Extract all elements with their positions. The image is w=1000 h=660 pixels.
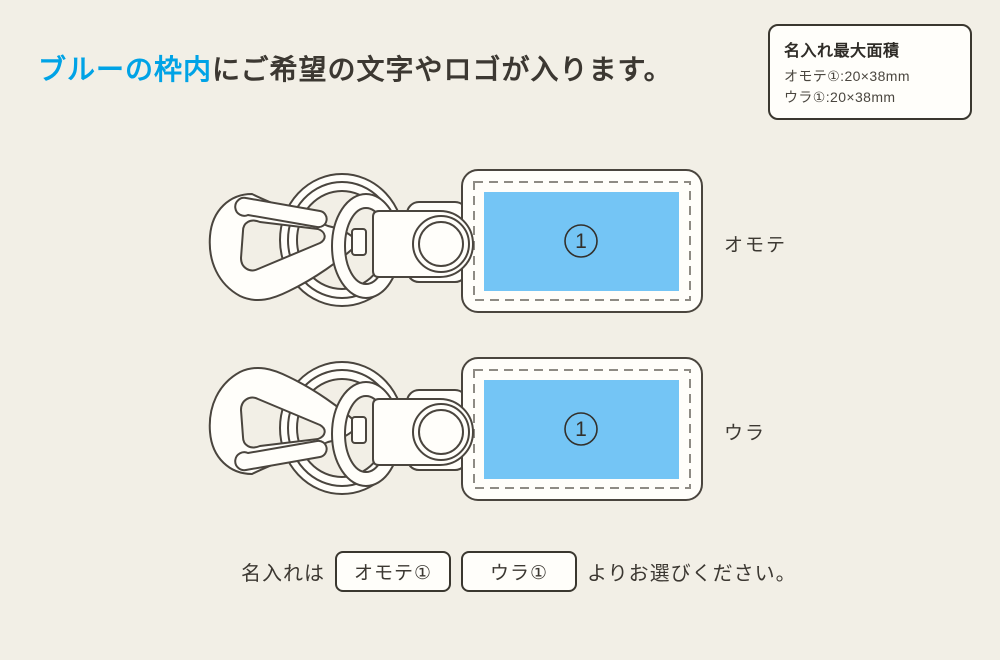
clamp-hole: [418, 409, 464, 455]
snap-hook: [208, 366, 360, 475]
keychain-illustration-back: 1: [208, 357, 703, 501]
stitching: [473, 369, 691, 489]
headline-rest: にご希望の文字やロゴが入ります。: [212, 54, 673, 85]
stitching: [473, 181, 691, 301]
clamp-hole-rim: [412, 215, 470, 273]
snap-hook-body: [208, 193, 360, 302]
info-box-line-back: ウラ①:20×38mm: [784, 89, 896, 105]
info-box-title: 名入れ最大面積: [784, 43, 900, 60]
name-print-choice-row: 名入れは オモテ① ウラ① よりお選びください。: [241, 549, 797, 593]
option-back-button[interactable]: ウラ①: [461, 550, 577, 592]
option-front-button[interactable]: オモテ①: [335, 550, 451, 592]
clamp-hole: [418, 221, 464, 267]
print-area-back: [484, 380, 679, 479]
label-front: オモテ: [724, 235, 788, 256]
swivel-post: [351, 228, 367, 256]
info-box-line-front: オモテ①:20×38mm: [784, 68, 910, 84]
snap-hook: [208, 193, 360, 302]
area-number: 1: [575, 230, 587, 253]
clamp-hole-rim: [412, 403, 470, 461]
choice-suffix: よりお選びください。: [587, 562, 797, 585]
area-number: 1: [575, 418, 587, 441]
page-title: ブルーの枠内にご希望の文字やロゴが入ります。: [38, 52, 673, 88]
area-number-circle: [564, 224, 598, 258]
choice-prefix: 名入れは: [241, 562, 325, 585]
snap-hook-body: [208, 366, 360, 475]
keychain-illustration-front: 1: [208, 169, 703, 313]
snap-hook-gate: [234, 196, 328, 229]
label-back: ウラ: [724, 423, 767, 444]
swivel-post: [351, 416, 367, 444]
snap-hook-gate: [234, 439, 328, 472]
max-print-area-box: 名入れ最大面積 オモテ①:20×38mm ウラ①:20×38mm: [768, 24, 972, 120]
area-number-circle: [564, 412, 598, 446]
print-area-front: [484, 192, 679, 291]
headline-highlight: ブルーの枠内: [38, 54, 213, 85]
